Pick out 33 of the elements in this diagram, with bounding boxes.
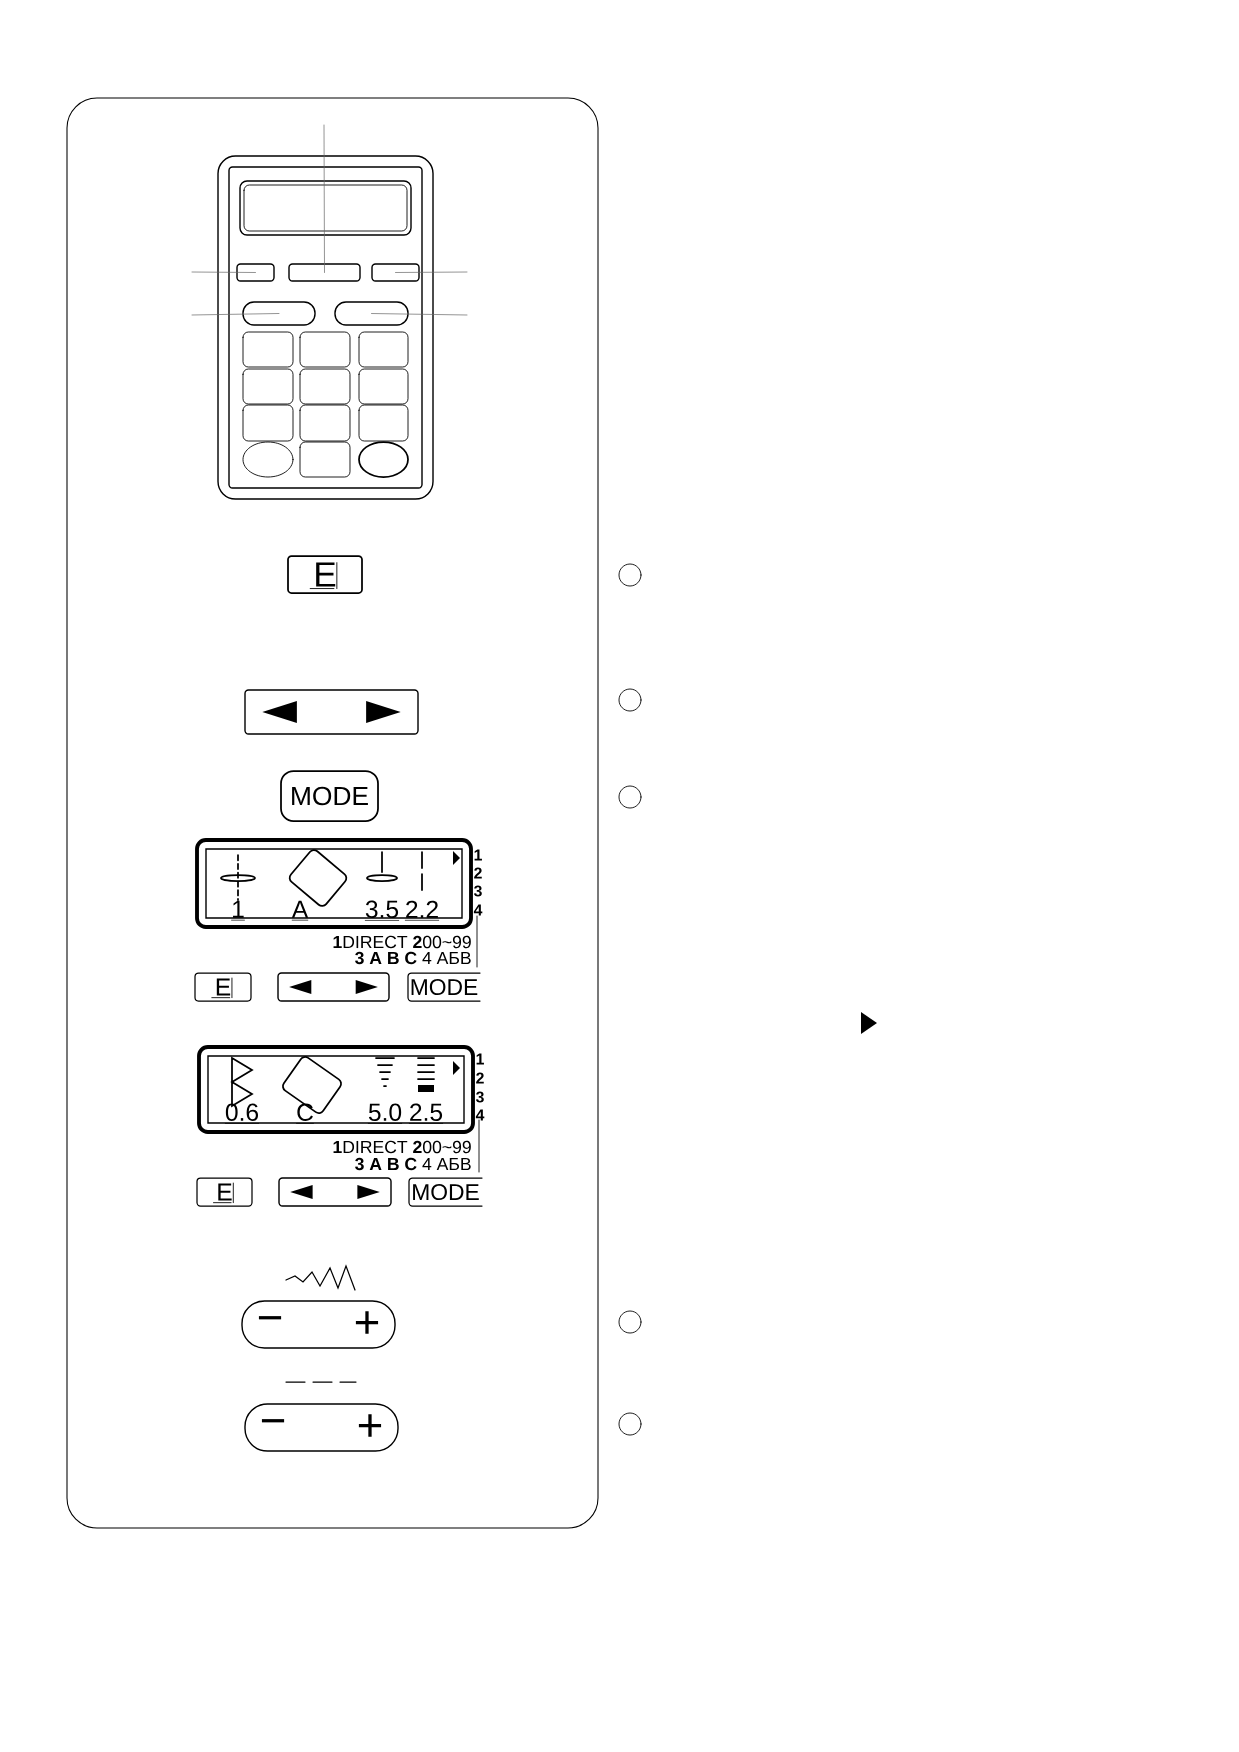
lcd-screen: 0.6 C 5.0 2.5 [197,1045,475,1134]
mode-key: MODE [280,770,379,822]
e-key: E [196,1177,253,1207]
callout-circle [618,688,642,712]
arrow-keys [244,689,419,735]
mode-list: 1DIRECT 200~99 [333,935,471,949]
e-key: E [194,972,252,1002]
mode-key: MODE [407,972,481,1002]
mode-list: 3 A B C 4 АБВ [355,951,471,965]
callout-circle [618,785,642,809]
arrow-keys [278,1177,392,1207]
key [288,263,361,282]
lcd-screen: 1 A 3.5 2.2 [195,838,473,929]
mode-list: 3 A B C 4 АБВ [355,1157,471,1171]
plus-minus-key: − + [241,1300,396,1349]
mode-key: MODE [408,1177,483,1207]
mode-list: 1DIRECT 200~99 [333,1140,471,1154]
key [242,301,316,326]
callout-circle [618,1310,642,1334]
leader-line [323,124,325,273]
leader-line [371,313,468,316]
callout-circle [618,563,642,587]
leader-line [191,271,256,273]
e-key: E [287,555,363,594]
key [334,301,409,326]
leader-line [191,313,280,316]
arrow-keys [277,972,390,1002]
key [236,263,275,282]
leader-line [395,271,468,273]
key [371,263,420,282]
callout-circle [618,1412,642,1436]
keypad-drawing [217,155,434,500]
plus-minus-key: − + [244,1403,399,1452]
